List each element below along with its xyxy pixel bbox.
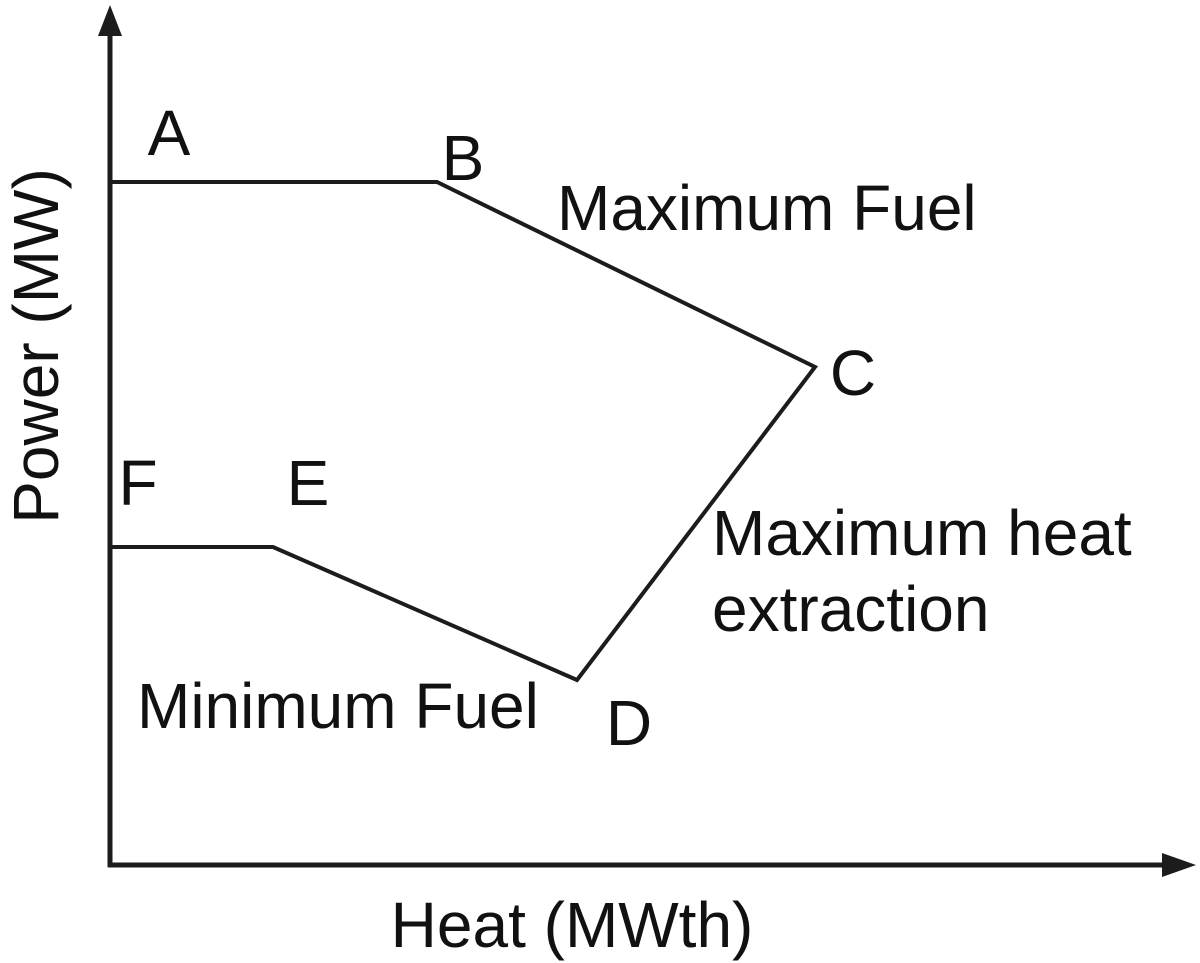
vertex-label-a: A (148, 97, 191, 169)
annotation-minimum-fuel: Minimum Fuel (137, 670, 539, 742)
y-axis-label: Power (MW) (0, 168, 72, 524)
annotation-maximum-fuel: Maximum Fuel (557, 172, 977, 244)
vertex-labels: A B C D E F (118, 97, 876, 759)
feasible-region-boundary (110, 180, 819, 683)
y-axis-arrowhead-icon (98, 5, 122, 36)
x-axis-arrowhead-icon (1162, 853, 1196, 877)
vertex-label-c: C (830, 337, 876, 409)
vertex-label-f: F (118, 447, 157, 519)
vertex-label-d: D (606, 687, 652, 759)
annotation-maximum-heat-line1: Maximum heat (712, 497, 1132, 569)
vertex-label-b: B (442, 122, 485, 194)
axes (98, 5, 1196, 877)
edge-annotations: Maximum Fuel Maximum heat extraction Min… (137, 172, 1132, 742)
annotation-maximum-heat-line2: extraction (712, 573, 989, 645)
x-axis-label: Heat (MWth) (391, 889, 754, 961)
axis-labels: Heat (MWth) Power (MW) (0, 168, 753, 961)
vertex-label-e: E (287, 447, 330, 519)
